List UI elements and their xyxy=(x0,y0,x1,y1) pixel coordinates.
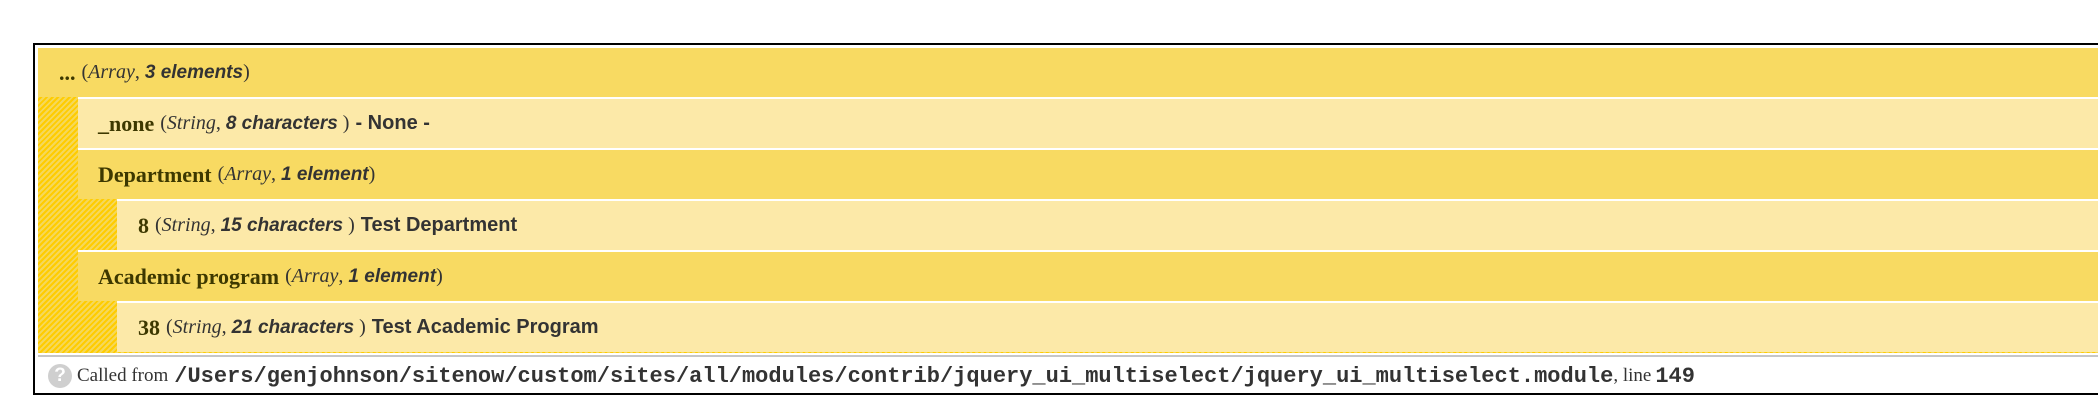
node-type: (String, 15 characters ) xyxy=(155,214,355,236)
file-path: /Users/genjohnson/sitenow/custom/sites/a… xyxy=(174,363,1614,389)
tree-node-academic-program-38: 38 (String, 21 characters ) Test Academi… xyxy=(117,301,2098,352)
node-type: (Array, 1 element) xyxy=(285,265,443,287)
node-type: (Array, 3 elements) xyxy=(81,61,250,83)
tree-node-department[interactable]: Department (Array, 1 element) xyxy=(78,148,2098,199)
called-from-label: Called from xyxy=(77,365,169,386)
line-number: 149 xyxy=(1655,363,1695,389)
node-key: 38 xyxy=(138,314,160,340)
help-icon[interactable]: ? xyxy=(48,364,72,388)
line-label: , line xyxy=(1613,365,1652,386)
node-key: _none xyxy=(98,110,155,136)
node-type: (String, 8 characters ) xyxy=(160,112,350,134)
node-key: Department xyxy=(98,161,212,187)
tree-node-department-8: 8 (String, 15 characters ) Test Departme… xyxy=(117,199,2098,250)
tree-node-none: _none (String, 8 characters ) - None - xyxy=(78,97,2098,148)
node-key: 8 xyxy=(138,212,149,238)
node-value: Test Academic Program xyxy=(371,316,599,338)
node-type: (String, 21 characters ) xyxy=(166,316,366,338)
node-value: - None - xyxy=(355,112,430,134)
tree-node-root[interactable]: ... (Array, 3 elements) xyxy=(38,48,2098,97)
node-key: Academic program xyxy=(98,263,280,289)
call-location: ? Called from /Users/genjohnson/sitenow/… xyxy=(38,355,2098,395)
variable-tree: ... (Array, 3 elements) _none (String, 8… xyxy=(38,48,2098,353)
node-type: (Array, 1 element) xyxy=(217,163,376,185)
krumo-debug-output: ... (Array, 3 elements) _none (String, 8… xyxy=(33,43,2098,395)
node-key: ... xyxy=(59,59,76,85)
tree-node-academic-program[interactable]: Academic program (Array, 1 element) xyxy=(78,250,2098,301)
node-value: Test Department xyxy=(360,214,518,236)
